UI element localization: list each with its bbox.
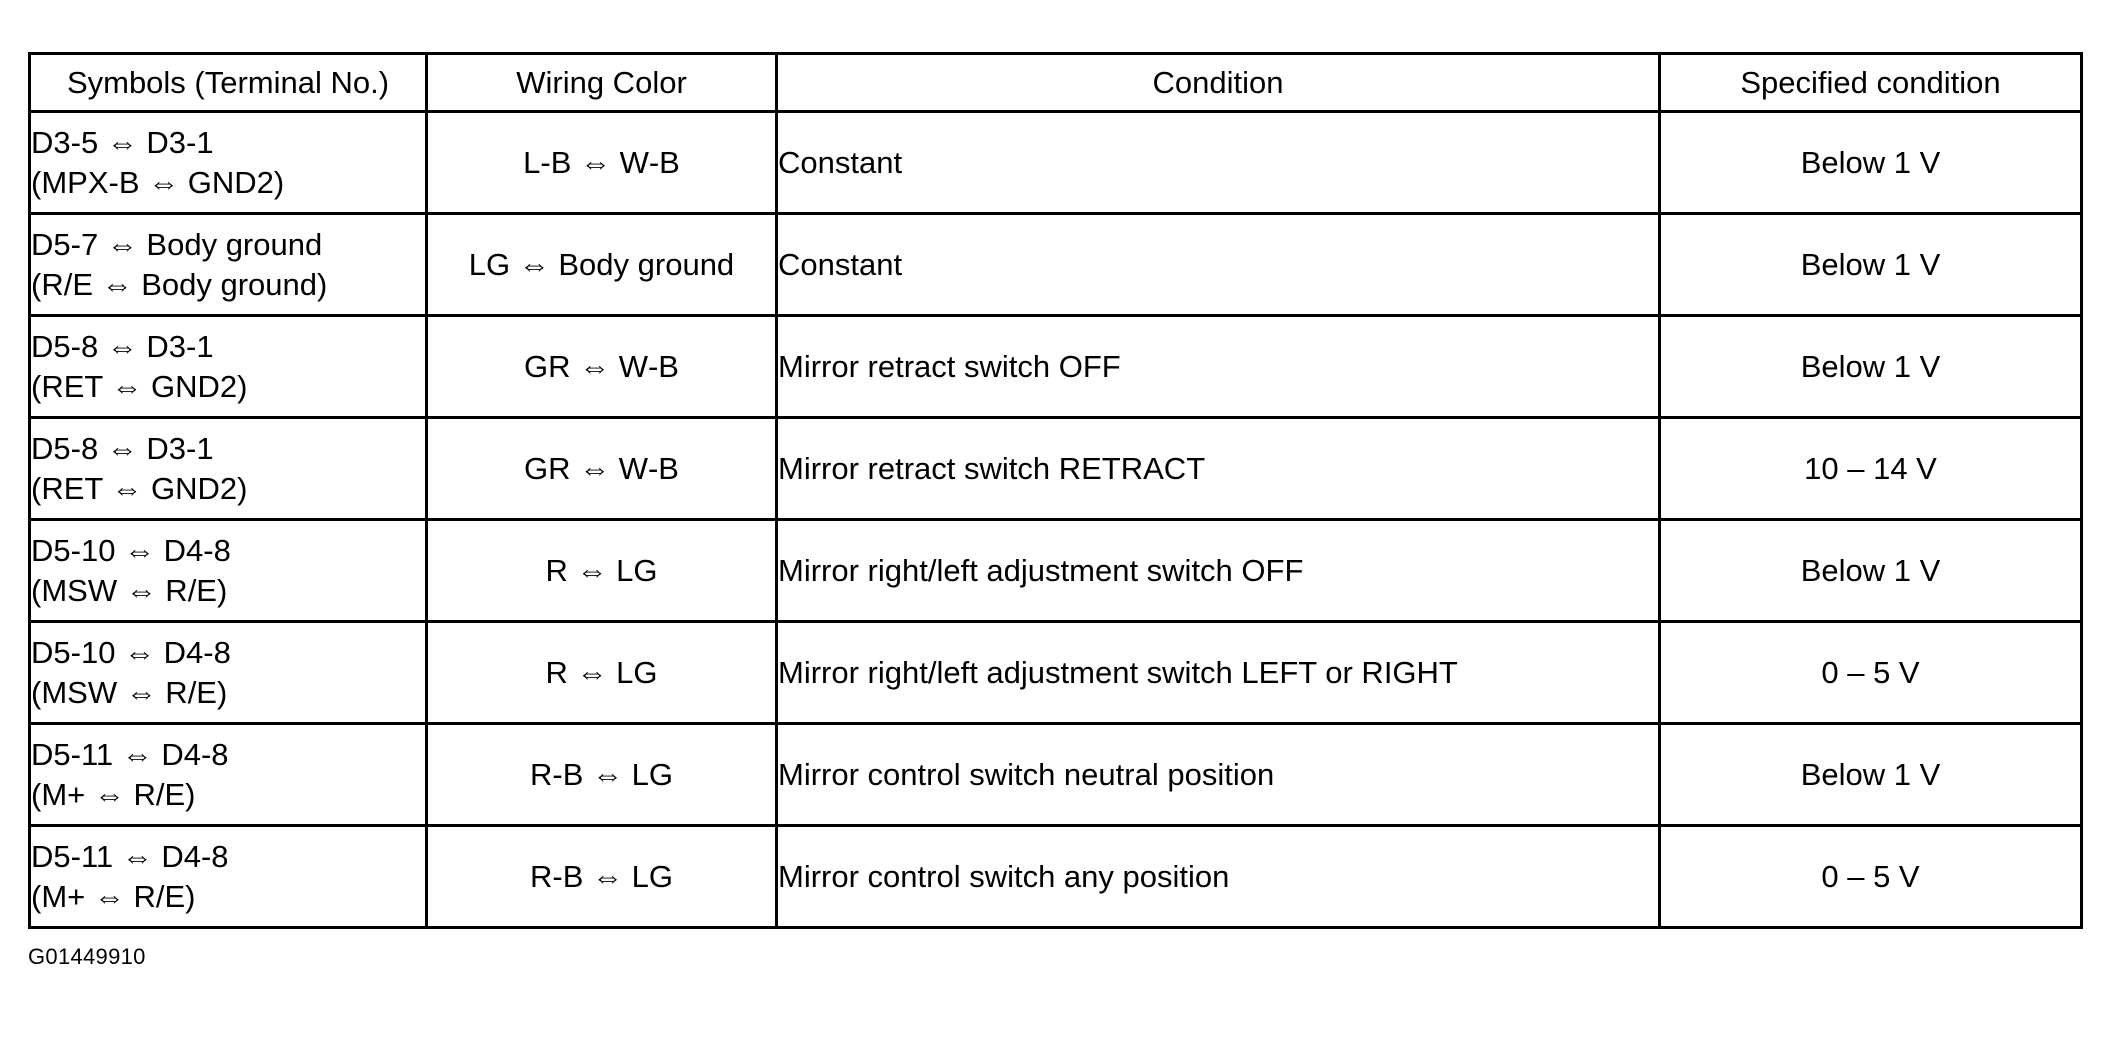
cell-symbols: D5‑8 ⇔ D3‑1 (RET ⇔ GND2) bbox=[28, 314, 428, 419]
column-header-condition: Condition bbox=[775, 52, 1661, 113]
table-row: D5‑7 ⇔ Body ground (R/E ⇔ Body ground) L… bbox=[28, 212, 2083, 317]
cell-wiring-color: R‑B ⇔ LG bbox=[425, 722, 778, 827]
cell-wiring-color: R‑B ⇔ LG bbox=[425, 824, 778, 929]
cell-condition: Mirror control switch neutral position bbox=[775, 722, 1661, 827]
cell-specified-condition: Below 1 V bbox=[1658, 212, 2083, 317]
symbol-names: (RET ⇔ GND2) bbox=[31, 368, 248, 404]
column-header-specified-condition: Specified condition bbox=[1658, 52, 2083, 113]
wiring-inspection-table: Symbols (Terminal No.) Wiring Color Cond… bbox=[28, 52, 2083, 929]
symbol-terminals: D5‑11 ⇔ D4‑8 bbox=[31, 838, 229, 874]
table-row: D5‑8 ⇔ D3‑1 (RET ⇔ GND2) GR ⇔ W‑B Mirror… bbox=[28, 314, 2083, 419]
table-header: Symbols (Terminal No.) Wiring Color Cond… bbox=[28, 52, 2083, 113]
cell-symbols: D3‑5 ⇔ D3‑1 (MPX‑B ⇔ GND2) bbox=[28, 110, 428, 215]
cell-symbols: D5‑10 ⇔ D4‑8 (MSW ⇔ R/E) bbox=[28, 518, 428, 623]
cell-condition: Constant bbox=[775, 110, 1661, 215]
symbol-names: (MSW ⇔ R/E) bbox=[31, 572, 228, 608]
symbol-terminals: D5‑10 ⇔ D4‑8 bbox=[31, 634, 231, 670]
cell-condition: Mirror right/left adjustment switch LEFT… bbox=[775, 620, 1661, 725]
cell-condition: Mirror retract switch OFF bbox=[775, 314, 1661, 419]
cell-wiring-color: LG ⇔ Body ground bbox=[425, 212, 778, 317]
symbol-terminals: D5‑11 ⇔ D4‑8 bbox=[31, 736, 229, 772]
symbol-terminals: D5‑8 ⇔ D3‑1 bbox=[31, 328, 214, 364]
table-row: D5‑8 ⇔ D3‑1 (RET ⇔ GND2) GR ⇔ W‑B Mirror… bbox=[28, 416, 2083, 521]
cell-condition: Mirror control switch any position bbox=[775, 824, 1661, 929]
cell-specified-condition: 0 – 5 V bbox=[1658, 620, 2083, 725]
table-row: D3‑5 ⇔ D3‑1 (MPX‑B ⇔ GND2) L‑B ⇔ W‑B Con… bbox=[28, 110, 2083, 215]
cell-symbols: D5‑8 ⇔ D3‑1 (RET ⇔ GND2) bbox=[28, 416, 428, 521]
cell-specified-condition: 10 – 14 V bbox=[1658, 416, 2083, 521]
cell-symbols: D5‑11 ⇔ D4‑8 (M+ ⇔ R/E) bbox=[28, 722, 428, 827]
cell-specified-condition: Below 1 V bbox=[1658, 110, 2083, 215]
cell-wiring-color: R ⇔ LG bbox=[425, 620, 778, 725]
cell-wiring-color: L‑B ⇔ W‑B bbox=[425, 110, 778, 215]
symbol-terminals: D5‑7 ⇔ Body ground bbox=[31, 226, 323, 262]
table-row: D5‑11 ⇔ D4‑8 (M+ ⇔ R/E) R‑B ⇔ LG Mirror … bbox=[28, 722, 2083, 827]
cell-wiring-color: GR ⇔ W‑B bbox=[425, 416, 778, 521]
symbol-terminals: D3‑5 ⇔ D3‑1 bbox=[31, 124, 214, 160]
symbol-names: (MPX‑B ⇔ GND2) bbox=[31, 164, 285, 200]
cell-condition: Mirror right/left adjustment switch OFF bbox=[775, 518, 1661, 623]
symbol-names: (MSW ⇔ R/E) bbox=[31, 674, 228, 710]
column-header-wiring-color: Wiring Color bbox=[425, 52, 778, 113]
symbol-names: (RET ⇔ GND2) bbox=[31, 470, 248, 506]
symbol-terminals: D5‑8 ⇔ D3‑1 bbox=[31, 430, 214, 466]
cell-specified-condition: Below 1 V bbox=[1658, 314, 2083, 419]
figure-code-label: G01449910 bbox=[28, 944, 146, 969]
cell-symbols: D5‑11 ⇔ D4‑8 (M+ ⇔ R/E) bbox=[28, 824, 428, 929]
symbol-names: (M+ ⇔ R/E) bbox=[31, 878, 196, 914]
symbol-terminals: D5‑10 ⇔ D4‑8 bbox=[31, 532, 231, 568]
cell-specified-condition: Below 1 V bbox=[1658, 722, 2083, 827]
cell-condition: Mirror retract switch RETRACT bbox=[775, 416, 1661, 521]
cell-symbols: D5‑10 ⇔ D4‑8 (MSW ⇔ R/E) bbox=[28, 620, 428, 725]
cell-condition: Constant bbox=[775, 212, 1661, 317]
column-header-symbols: Symbols (Terminal No.) bbox=[28, 52, 428, 113]
cell-specified-condition: 0 – 5 V bbox=[1658, 824, 2083, 929]
cell-specified-condition: Below 1 V bbox=[1658, 518, 2083, 623]
cell-symbols: D5‑7 ⇔ Body ground (R/E ⇔ Body ground) bbox=[28, 212, 428, 317]
specification-table-container: Symbols (Terminal No.) Wiring Color Cond… bbox=[28, 52, 2083, 929]
table-header-row: Symbols (Terminal No.) Wiring Color Cond… bbox=[28, 52, 2083, 113]
cell-wiring-color: R ⇔ LG bbox=[425, 518, 778, 623]
symbol-names: (M+ ⇔ R/E) bbox=[31, 776, 196, 812]
table-row: D5‑11 ⇔ D4‑8 (M+ ⇔ R/E) R‑B ⇔ LG Mirror … bbox=[28, 824, 2083, 929]
cell-wiring-color: GR ⇔ W‑B bbox=[425, 314, 778, 419]
table-row: D5‑10 ⇔ D4‑8 (MSW ⇔ R/E) R ⇔ LG Mirror r… bbox=[28, 620, 2083, 725]
table-body: D3‑5 ⇔ D3‑1 (MPX‑B ⇔ GND2) L‑B ⇔ W‑B Con… bbox=[28, 110, 2083, 929]
table-row: D5‑10 ⇔ D4‑8 (MSW ⇔ R/E) R ⇔ LG Mirror r… bbox=[28, 518, 2083, 623]
symbol-names: (R/E ⇔ Body ground) bbox=[31, 266, 328, 302]
